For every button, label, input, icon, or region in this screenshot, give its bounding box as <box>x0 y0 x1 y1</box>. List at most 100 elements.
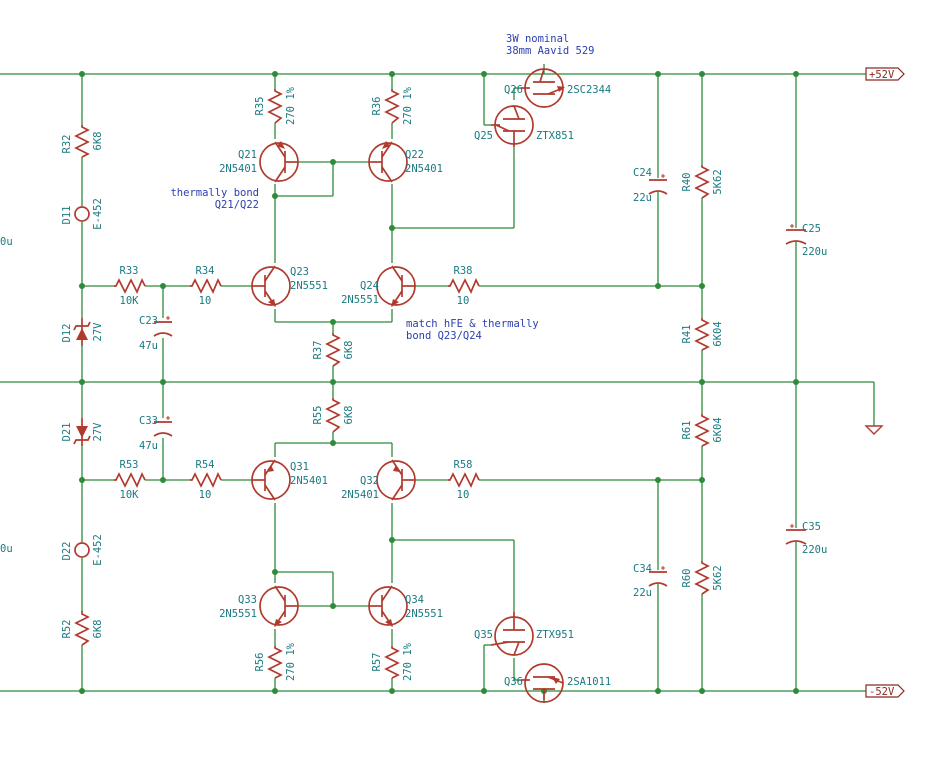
note-heatsink-line2: 38mm Aavid 529 <box>506 45 595 57</box>
label-q26-ref: Q26 <box>504 84 523 96</box>
transistor-q33 <box>259 585 299 627</box>
zener-diode-d12 <box>73 318 91 346</box>
label-q32-ref: Q32 <box>360 475 379 487</box>
label-r60-ref: R60 <box>681 569 693 588</box>
label-q31-val: 2N5401 <box>290 475 328 487</box>
label-c23-ref: C23 <box>139 315 158 327</box>
label-d11-val: E-452 <box>92 198 104 230</box>
junction-dot <box>793 688 799 694</box>
component-labels: R32 6K8 D11 E-452 D12 27V D21 27V D22 E-… <box>0 84 827 688</box>
junction-dot <box>79 283 85 289</box>
label-r60-val: 5K62 <box>712 565 724 590</box>
resistor-r38 <box>448 277 480 295</box>
transistor-q23 <box>251 265 291 307</box>
label-r36-val: 270 1% <box>402 86 414 125</box>
label-r58-ref: R58 <box>454 459 473 471</box>
label-c25-ref: C25 <box>802 223 821 235</box>
junction-dot <box>699 688 705 694</box>
label-d12-val: 27V <box>92 322 104 342</box>
label-q21-val: 2N5401 <box>219 163 257 175</box>
label-r34-val: 10 <box>199 295 212 307</box>
note-heatsink-line1: 3W nominal <box>506 33 569 45</box>
label-r61-ref: R61 <box>681 421 693 440</box>
label-r40-ref: R40 <box>681 173 693 192</box>
junction-dot <box>272 71 278 77</box>
label-q25-val: ZTX851 <box>536 130 574 142</box>
label-r56-ref: R56 <box>254 653 266 672</box>
junction-dot <box>160 477 166 483</box>
transistor-q36 <box>521 663 564 703</box>
capacitor-c23 <box>153 316 173 337</box>
label-r41-ref: R41 <box>681 325 693 344</box>
label-r37-val: 6K8 <box>343 341 355 360</box>
label-r55-ref: R55 <box>312 406 324 425</box>
label-q35-ref: Q35 <box>474 629 493 641</box>
label-c33-val: 47u <box>139 440 158 452</box>
label-c24-ref: C24 <box>633 167 652 179</box>
label-q22-val: 2N5401 <box>405 163 443 175</box>
junction-dot <box>389 71 395 77</box>
label-r38-ref: R38 <box>454 265 473 277</box>
label-r58-val: 10 <box>457 489 470 501</box>
label-q32-val: 2N5401 <box>341 489 379 501</box>
rail-label-pos: +52V <box>869 69 895 81</box>
transistor-q35 <box>490 612 534 656</box>
junction-dot <box>699 477 705 483</box>
junction-dot <box>160 283 166 289</box>
resistor-r37 <box>325 333 341 367</box>
junction-dot <box>699 71 705 77</box>
resistor-r55 <box>325 398 341 433</box>
junction-dot <box>655 688 661 694</box>
junction-dot <box>330 603 336 609</box>
resistor-r36 <box>384 89 400 124</box>
label-r41-val: 6K04 <box>712 321 724 346</box>
junction-dot <box>79 379 85 385</box>
label-q36-ref: Q36 <box>504 676 523 688</box>
transistor-q21 <box>259 141 299 183</box>
label-r33-val: 10K <box>120 295 140 307</box>
label-r61-val: 6K04 <box>712 417 724 442</box>
label-q23-ref: Q23 <box>290 266 309 278</box>
label-r54-val: 10 <box>199 489 212 501</box>
label-r55-val: 6K8 <box>343 406 355 425</box>
transistor-q24 <box>376 265 416 307</box>
label-q33-ref: Q33 <box>238 594 257 606</box>
label-r35-ref: R35 <box>254 97 266 116</box>
transistor-q22 <box>368 141 408 183</box>
zener-diode-d21 <box>73 418 91 446</box>
label-q33-val: 2N5551 <box>219 608 257 620</box>
transistor-q34 <box>368 585 408 627</box>
resistor-r54 <box>190 471 222 489</box>
label-d22-val: E-452 <box>92 534 104 566</box>
resistor-r32 <box>74 125 90 158</box>
junction-dot <box>272 569 278 575</box>
note-hfe-line2: bond Q23/Q24 <box>406 330 482 342</box>
label-q31-ref: Q31 <box>290 461 309 473</box>
resistor-r53 <box>114 471 146 489</box>
label-q24-val: 2N5551 <box>341 294 379 306</box>
junction-dot <box>389 688 395 694</box>
label-r52-ref: R52 <box>61 620 73 639</box>
label-r54-ref: R54 <box>196 459 215 471</box>
label-r32-ref: R32 <box>61 135 73 154</box>
label-q35-val: ZTX951 <box>536 629 574 641</box>
resistor-r41 <box>694 318 710 351</box>
label-c23-val: 47u <box>139 340 158 352</box>
label-c35-ref: C35 <box>802 521 821 533</box>
label-r53-ref: R53 <box>120 459 139 471</box>
label-d22-ref: D22 <box>61 542 73 561</box>
label-r32-val: 6K8 <box>92 132 104 151</box>
label-q25-ref: Q25 <box>474 130 493 142</box>
rail-flag-pos: +52V <box>865 67 905 81</box>
junction-dot <box>160 379 166 385</box>
label-cut-bottom: 0u <box>0 543 13 555</box>
capacitor-c25 <box>785 224 807 245</box>
resistor-r40 <box>694 165 710 199</box>
label-q23-val: 2N5551 <box>290 280 328 292</box>
label-d12-ref: D12 <box>61 324 73 343</box>
label-c24-val: 22u <box>633 192 652 204</box>
label-r52-val: 6K8 <box>92 620 104 639</box>
junction-dot <box>655 477 661 483</box>
resistor-r61 <box>694 414 710 447</box>
